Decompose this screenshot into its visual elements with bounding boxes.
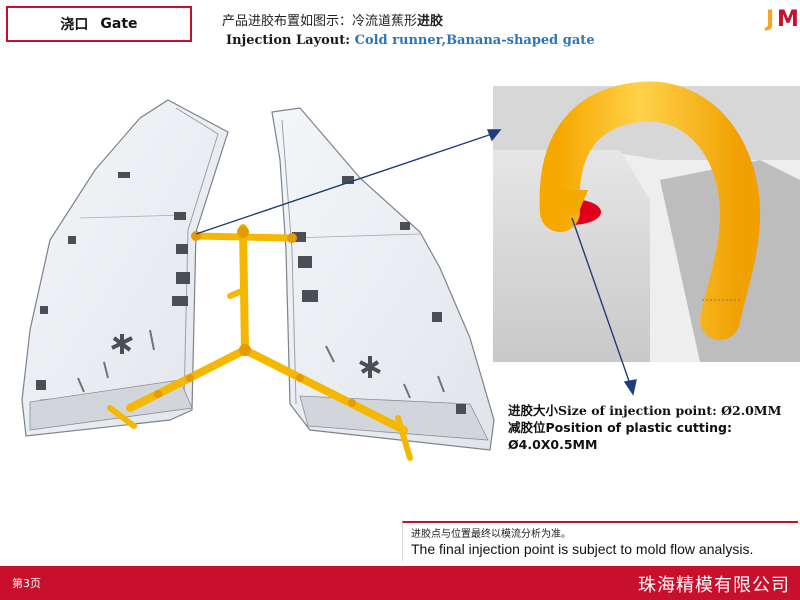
clip-icon <box>176 244 188 254</box>
runner-joints <box>154 226 356 407</box>
title-cn: 浇口 <box>60 17 89 33</box>
left-part-body <box>21 99 229 437</box>
arrow-head-inset <box>486 129 502 142</box>
runner-side-stub <box>227 287 247 299</box>
company-name: 珠海精模有限公司 <box>638 575 790 596</box>
callout-arrows <box>195 129 637 396</box>
rib-lines <box>77 329 155 393</box>
cross-rib-icon <box>359 356 381 378</box>
clip-icon <box>432 312 442 322</box>
clip-icon <box>176 272 190 284</box>
subtitle-cn: 产品进胶布置如图示：冷流道蕉形进胶 <box>222 10 443 29</box>
right-part-edge <box>281 119 297 405</box>
right-part-bottom-band <box>299 395 489 441</box>
clip-icon <box>172 296 188 306</box>
spec-line-1: 进胶大小Size of injection point: Ø2.0MM <box>508 402 781 419</box>
injection-layout-illustration <box>21 81 800 461</box>
right-part <box>271 107 495 451</box>
gate-detail-inset <box>493 81 800 362</box>
logo-letter-j: J <box>764 7 774 32</box>
gate-tip <box>556 190 588 214</box>
subtitle-en-prefix: Injection Layout: <box>226 33 355 48</box>
clip-icon <box>68 236 76 244</box>
clip-icon <box>456 404 466 414</box>
page-number: 第3页 <box>12 577 41 590</box>
logo-letter-m: M <box>777 7 798 32</box>
clip-icon <box>342 176 354 184</box>
spec-line-2-cn: 减胶位 <box>508 420 546 435</box>
banana-gate-tube <box>539 81 761 340</box>
spec-line-2-en: Position of plastic cutting: <box>545 420 732 435</box>
left-part-bottom-band <box>29 379 193 431</box>
spec-line-1-en: Size of injection point: Ø2.0MM <box>558 403 782 418</box>
gate-spec: 进胶大小Size of injection point: Ø2.0MM 减胶位P… <box>508 402 781 453</box>
spec-line-2: 减胶位Position of plastic cutting: <box>508 419 781 436</box>
slide-title: 浇口 Gate <box>6 6 192 42</box>
clip-icon <box>298 256 312 268</box>
runner-right-branch <box>241 346 408 434</box>
note-en: The final injection point is subject to … <box>411 541 754 557</box>
left-part <box>21 99 229 437</box>
cross-rib-icon <box>111 334 133 354</box>
footer-bar: 第3页 珠海精模有限公司 <box>0 566 800 600</box>
title-en: Gate <box>100 16 138 32</box>
arrow-line-to-inset <box>195 133 493 235</box>
arrow-line-to-spec <box>571 217 631 385</box>
runner-right-stub <box>395 415 413 461</box>
left-part-line <box>79 214 186 219</box>
subtitle-cn-prefix: 产品进胶布置如图示：冷流道蕉形 <box>222 14 418 29</box>
clip-icon <box>400 222 410 230</box>
subtitle-en-accent: Cold runner,Banana-shaped gate <box>354 33 595 48</box>
arrow-head-spec <box>623 379 637 396</box>
clip-icon <box>118 172 130 178</box>
left-part-edge <box>175 107 219 403</box>
clip-icon <box>302 290 318 302</box>
spec-line-1-cn: 进胶大小 <box>508 403 559 418</box>
rib-lines <box>325 345 445 399</box>
company-logo: J M <box>764 7 798 32</box>
right-part-line <box>289 233 421 239</box>
clip-icon <box>174 212 186 220</box>
clip-icon <box>40 306 48 314</box>
mold-flow-note: 进胶点与位置最终以模流分析为准。 The final injection poi… <box>402 521 798 561</box>
spec-line-3: Ø4.0X0.5MM <box>508 437 598 452</box>
clip-icon <box>292 232 306 242</box>
subtitle-cn-bold: 进胶 <box>417 14 444 29</box>
runner-left-stub <box>107 405 137 429</box>
note-cn: 进胶点与位置最终以模流分析为准。 <box>411 529 571 540</box>
subtitle-en: Injection Layout: Cold runner,Banana-sha… <box>226 33 595 48</box>
clip-icon <box>36 380 46 390</box>
mold-lower-block <box>493 150 650 362</box>
